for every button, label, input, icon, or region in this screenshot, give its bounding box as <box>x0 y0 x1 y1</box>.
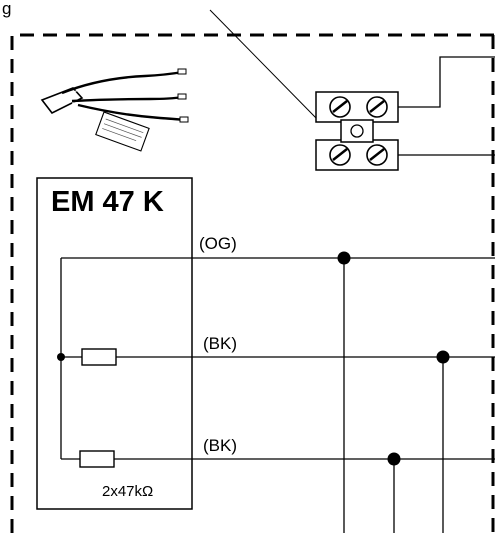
sensor-cable-illustration <box>40 68 189 152</box>
wire-label-bk-1: (BK) <box>203 334 237 353</box>
junction-dot-bk-2 <box>387 452 401 466</box>
resistor-2 <box>79 450 115 468</box>
internal-junction-dot <box>57 353 65 361</box>
resistor-value-label: 2x47kΩ <box>102 483 153 500</box>
module-title: EM 47 K <box>51 186 164 218</box>
junction-dot-bk-1 <box>436 350 450 364</box>
terminal-wire-top <box>398 56 495 108</box>
terminal-block <box>315 91 399 171</box>
em47k-module-box <box>36 177 193 510</box>
resistor-1 <box>81 348 117 366</box>
dashed-enclosure <box>10 33 495 533</box>
top-left-label: g <box>2 0 11 18</box>
wire-label-bk-2: (BK) <box>203 436 237 455</box>
leader-line <box>209 9 319 121</box>
wire-label-og: (OG) <box>199 234 237 253</box>
junction-dot-og <box>337 251 351 265</box>
